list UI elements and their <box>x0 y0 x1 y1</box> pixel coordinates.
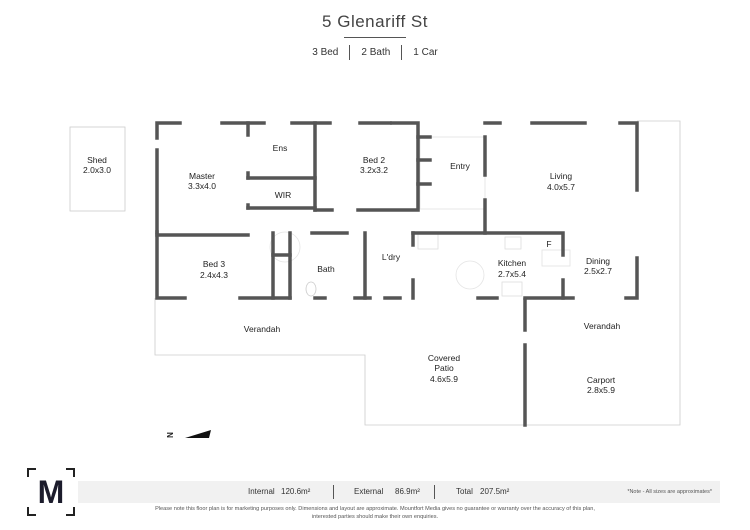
ens-label: Ens <box>273 143 288 153</box>
internal-label: Internal <box>248 487 275 496</box>
title-divider <box>344 37 406 38</box>
divider <box>349 45 351 60</box>
divider <box>333 485 334 499</box>
bath-label: Bath <box>317 264 335 274</box>
area-summary-bar: Internal 120.6m² External 86.9m² Total 2… <box>78 481 720 503</box>
patio-label-2: Patio <box>434 363 454 373</box>
kitchen-label: Kitchen <box>498 258 527 268</box>
divider <box>401 45 403 60</box>
kitchen-dims: 2.7x5.4 <box>498 269 526 279</box>
company-logo: M <box>27 468 75 516</box>
property-title: 5 Glenariff St <box>322 12 428 31</box>
total-label: Total <box>456 487 473 496</box>
room-labels: Shed 2.0x3.0 Master 3.3x4.0 Ens WIR Bed … <box>83 143 620 395</box>
patio-dims: 4.6x5.9 <box>430 374 458 384</box>
disclaimer-line-2: interested parties should make their own… <box>311 514 439 520</box>
walls <box>155 121 639 427</box>
dining-dims: 2.5x2.7 <box>584 266 612 276</box>
total-value: 207.5m² <box>480 487 510 496</box>
dining-label: Dining <box>586 256 610 266</box>
master-dims: 3.3x4.0 <box>188 181 216 191</box>
bed2-label: Bed 2 <box>363 155 385 165</box>
shed-outline <box>69 126 126 212</box>
internal-value: 120.6m² <box>281 487 311 496</box>
north-label: N <box>165 432 174 438</box>
shed-dims: 2.0x3.0 <box>83 165 111 175</box>
bed3-dims: 2.4x4.3 <box>200 270 228 280</box>
entry-label: Entry <box>450 161 471 171</box>
living-label: Living <box>550 171 572 181</box>
verandah-left-label: Verandah <box>244 324 281 334</box>
compass-arrow-icon <box>185 430 211 438</box>
verandah-right-label: Verandah <box>584 321 621 331</box>
bed-count: 3 Bed <box>312 47 339 59</box>
disclaimer-line-1: Please note this floor plan is for marke… <box>155 506 595 512</box>
bath-count: 2 Bath <box>361 47 391 59</box>
carport-label: Carport <box>587 375 616 385</box>
wir-label: WIR <box>275 190 292 200</box>
shed-label: Shed <box>87 155 107 165</box>
patio-label: Covered <box>428 353 460 363</box>
outline-lines <box>69 120 681 426</box>
property-specs: 3 Bed 2 Bath 1 Car <box>0 45 750 60</box>
master-label: Master <box>189 171 215 181</box>
north-arrow: N <box>165 430 211 438</box>
bed2-dims: 3.2x3.2 <box>360 165 388 175</box>
divider <box>434 485 435 499</box>
disclaimer: Please note this floor plan is for marke… <box>90 505 660 521</box>
carport-dims: 2.8x5.9 <box>587 385 615 395</box>
external-value: 86.9m² <box>395 487 420 496</box>
bed3-label: Bed 3 <box>203 259 225 269</box>
sizes-note: *Note - All sizes are approximates* <box>627 489 712 495</box>
fridge-label: F <box>546 239 551 249</box>
verandah-outline <box>154 120 681 426</box>
laundry-label: L'dry <box>382 252 401 262</box>
logo-letter: M <box>37 474 65 510</box>
living-dims: 4.0x5.7 <box>547 182 575 192</box>
external-label: External <box>354 487 384 496</box>
car-count: 1 Car <box>413 47 438 59</box>
